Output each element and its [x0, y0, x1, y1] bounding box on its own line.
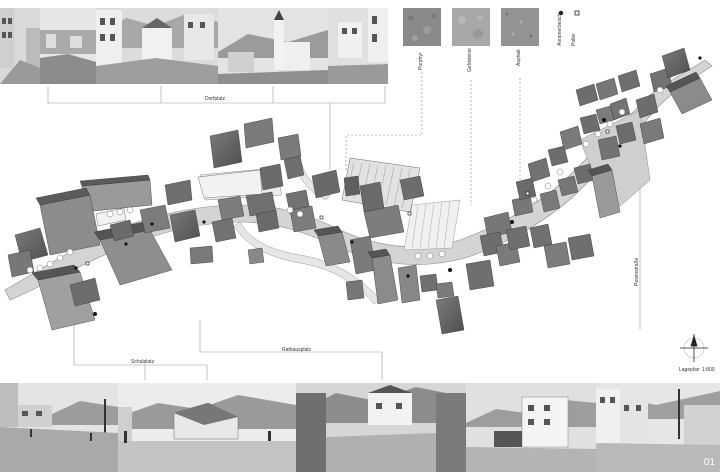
photo-street-top-3: [96, 8, 218, 84]
swatch-asphalt: [501, 8, 539, 46]
photo-street-top-2: [40, 8, 96, 84]
legend-symbols: [558, 10, 580, 16]
photo-schulplatz: [0, 383, 118, 472]
scale-label: 1:800: [702, 367, 715, 373]
photo-street-bottom-4: [466, 383, 596, 472]
page-number: 01: [703, 457, 715, 468]
photo-rathausplatz: [296, 383, 466, 472]
swatch-gehlsteine: [452, 8, 490, 46]
photo-street-top-4: [328, 8, 388, 84]
caption-schulplatz: Schulplatz: [131, 359, 155, 365]
photo-street-bottom-5: [596, 383, 720, 472]
photo-street-bottom-2: [118, 383, 296, 472]
north-arrow-icon: [680, 334, 708, 362]
photo-street-top-1: [0, 8, 40, 84]
photo-church-top: [218, 8, 328, 84]
caption-dorfplatz: Dorfplatz: [205, 96, 226, 102]
plan-label: Lageplan: [679, 367, 700, 373]
swatch-porphyr: [403, 8, 441, 46]
caption-rathausplatz: Rathausplatz: [282, 347, 312, 353]
route-label: Pesenstraße: [634, 257, 640, 286]
